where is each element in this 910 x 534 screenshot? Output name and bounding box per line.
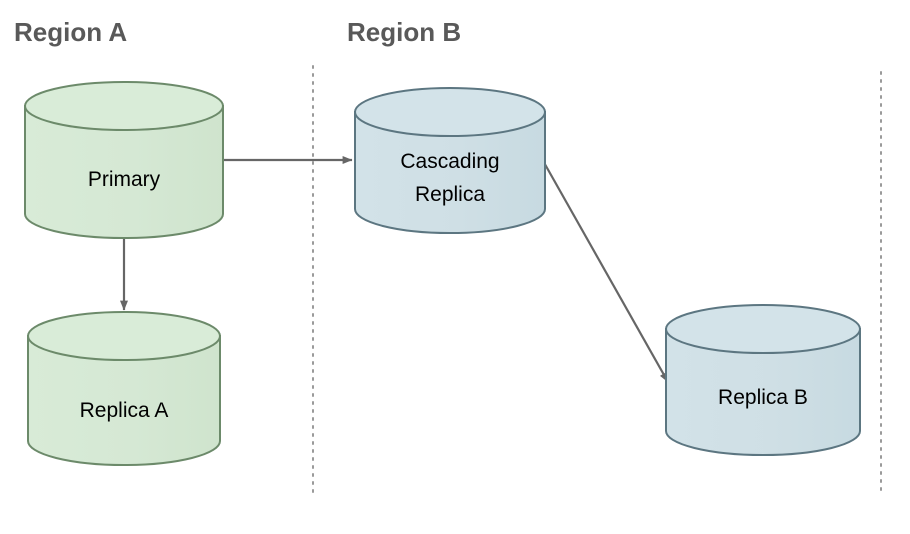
cylinder-body	[354, 111, 546, 234]
node-replica-b-label: Replica B	[718, 386, 808, 409]
region-a-title: Region A	[14, 17, 127, 47]
cylinder-body	[27, 335, 221, 466]
node-replica-a[interactable]: Replica A	[27, 311, 221, 466]
node-replica-b[interactable]: Replica B	[665, 304, 861, 456]
node-primary[interactable]: Primary	[24, 81, 224, 239]
region-b-title: Region B	[347, 17, 461, 47]
cylinder-top	[27, 311, 221, 361]
node-cascading-replica-label-line1: Cascading	[400, 150, 499, 173]
edge-line	[541, 158, 669, 383]
cylinder-top	[24, 81, 224, 131]
cylinder-body	[24, 105, 224, 239]
node-cascading-replica[interactable]: Cascading Replica	[354, 87, 546, 234]
edge-cascading-replica-to-replica-b	[541, 158, 669, 383]
cylinder-top	[354, 87, 546, 137]
cylinder-body	[665, 328, 861, 456]
cylinder-top	[665, 304, 861, 354]
node-cascading-replica-label-line2: Replica	[415, 183, 485, 206]
node-replica-a-label: Replica A	[80, 399, 169, 422]
node-primary-label: Primary	[88, 168, 161, 191]
